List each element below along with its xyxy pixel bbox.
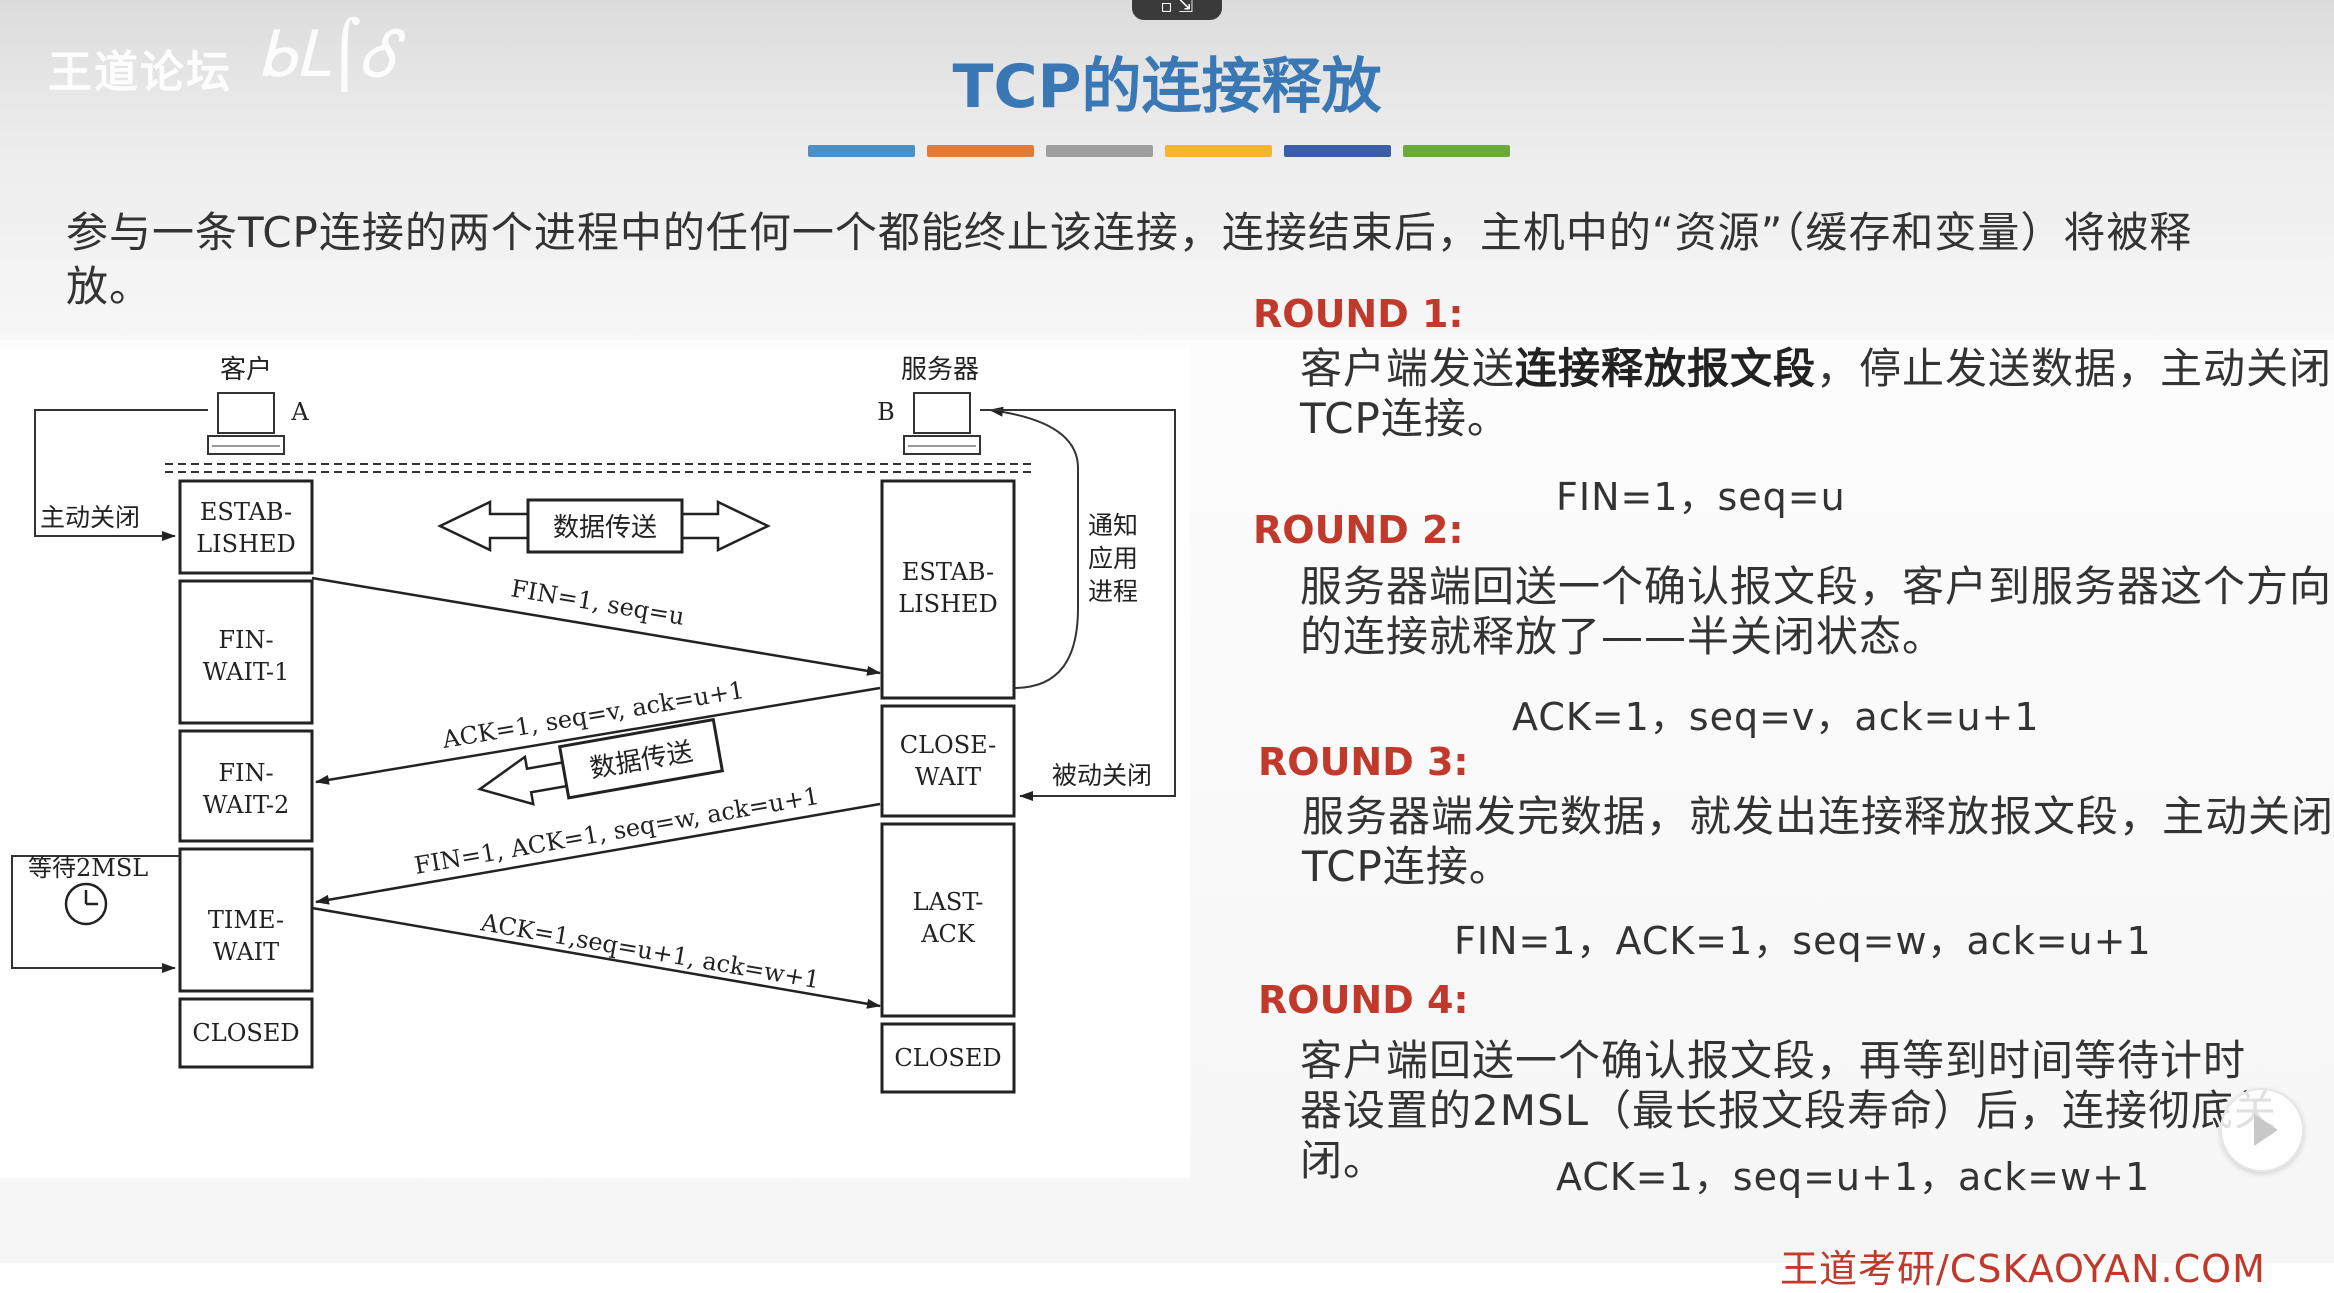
server-state-closed: CLOSED [880,1022,1016,1094]
server-state-close-wait: CLOSE- WAIT [880,704,1016,818]
client-state-time-wait: TIME- WAIT [178,847,314,993]
intro-paragraph: 参与一条TCP连接的两个进程中的任何一个都能终止该连接，连接结束后，主机中的“资… [66,208,2193,311]
color-bar [1284,145,1391,157]
wait-2msl-bracket [11,855,180,973]
message-label-fin-1: FIN=1, seq=u [509,574,686,631]
notify-label-2: 应用 [1088,544,1138,573]
state-label: WAIT [213,938,279,966]
round-4-label: ROUND 4: [1258,978,1469,1022]
client-state-closed: CLOSED [178,997,314,1069]
round-1-desc-bold: 连接释放报文段 [1515,344,1817,393]
state-label: WAIT-2 [203,791,290,819]
passive-close-label: 被动关闭 [1052,761,1152,790]
round-2-label: ROUND 2: [1253,508,1464,552]
round-4-description: 客户端回送一个确认报文段，再等到时间等待计时器设置的2MSL（最长报文段寿命）后… [1300,1036,2278,1185]
round-2-formula: ACK=1，seq=v，ack=u+1 [1512,695,2040,739]
server-computer-icon [903,392,981,455]
server-label: 服务器 [901,355,979,385]
round-1-formula: FIN=1，seq=u [1556,475,1846,519]
state-label: FIN- [218,759,273,787]
notify-app-curve [989,406,1079,689]
server-state-established: ESTAB- LISHED [880,479,1016,700]
client-label: 客户 [220,355,272,385]
watermark-logo: ᖯᒪ⌠Ꮄ [256,18,399,92]
state-label: ESTAB- [902,558,994,586]
state-label: LAST- [913,888,984,916]
state-label: FIN- [218,626,273,654]
diagram-panel: 客户 A 服务器 B 主动关闭 ESTAB- LISHED FIN- WAIT-… [0,348,1190,1178]
message-label-ack-2: ACK=1,seq=u+1, ack=w+1 [478,908,822,994]
state-label: ACK [920,920,976,948]
message-arrow-ack-2 [311,906,881,1009]
state-label: CLOSED [894,1044,1001,1072]
round-2-description: 服务器端回送一个确认报文段，客户到服务器这个方向的连接就释放了——半关闭状态。 [1300,562,2333,661]
data-transfer-arrow-1: 数据传送 [437,498,771,554]
wait-2msl-label: 等待2MSL [28,854,148,882]
state-label: WAIT [915,763,981,791]
message-arrow-ack-1 [315,686,881,785]
title-color-bars [808,145,1510,157]
client-state-fin-wait-1: FIN- WAIT-1 [178,579,314,725]
clock-icon [64,882,108,926]
header-background [0,0,2334,340]
message-arrow-fin-2 [315,802,881,905]
notify-label-1: 通知 [1088,511,1138,540]
round-3-description: 服务器端发完数据，就发出连接释放报文段，主动关闭TCP连接。 [1302,792,2334,891]
round-1-description: 客户端发送连接释放报文段，停止发送数据，主动关闭TCP连接。 [1300,344,2334,444]
color-bar [1403,145,1510,157]
client-letter: A [290,398,309,426]
footer-brand: 王道考研/CSKAOYAN.COM [1780,1247,2266,1291]
slide-title: TCP的连接释放 [952,52,1382,122]
active-close-label: 主动关闭 [40,503,140,532]
color-bar [1046,145,1153,157]
state-label: LISHED [196,530,296,558]
play-icon[interactable] [2220,1088,2304,1172]
round-1-desc-text-2: ，停止发送数据，主动关闭TCP连接。 [1300,344,2333,443]
state-label: WAIT-1 [203,658,290,686]
round-1-label: ROUND 1: [1253,292,1464,336]
passive-close-line [980,409,1176,801]
state-label: ESTAB- [200,498,292,526]
state-label: LISHED [898,590,998,618]
color-bar [808,145,915,157]
round-1-desc-text: 客户端发送 [1300,344,1516,393]
tcp-release-diagram: 客户 A 服务器 B 主动关闭 ESTAB- LISHED FIN- WAIT-… [11,355,1176,1094]
message-label-fin-2: FIN=1, ACK=1, seq=w, ack=u+1 [412,782,821,880]
active-close-line [34,409,208,541]
client-computer-icon [207,392,285,455]
server-state-last-ack: LAST- ACK [880,822,1016,1018]
color-bar [927,145,1034,157]
client-state-established: ESTAB- LISHED [178,479,314,575]
round-3-formula: FIN=1，ACK=1，seq=w，ack=u+1 [1454,919,2152,963]
state-label: CLOSE- [900,731,997,759]
server-letter: B [877,398,895,426]
round-3-label: ROUND 3: [1258,740,1469,784]
state-label: TIME- [208,906,284,934]
message-arrow-fin-1 [311,576,881,676]
data-transfer-label: 数据传送 [553,513,657,543]
data-transfer-arrow-2: 数据传送 [477,717,725,806]
notify-label-3: 进程 [1088,577,1138,606]
color-bar [1165,145,1272,157]
client-state-fin-wait-2: FIN- WAIT-2 [178,729,314,843]
watermark: 王道论坛 [48,47,232,98]
video-control-icon[interactable]: ▫ ⇲ [1132,0,1222,20]
state-label: CLOSED [192,1019,299,1047]
round-4-formula: ACK=1，seq=u+1，ack=w+1 [1556,1155,2151,1199]
